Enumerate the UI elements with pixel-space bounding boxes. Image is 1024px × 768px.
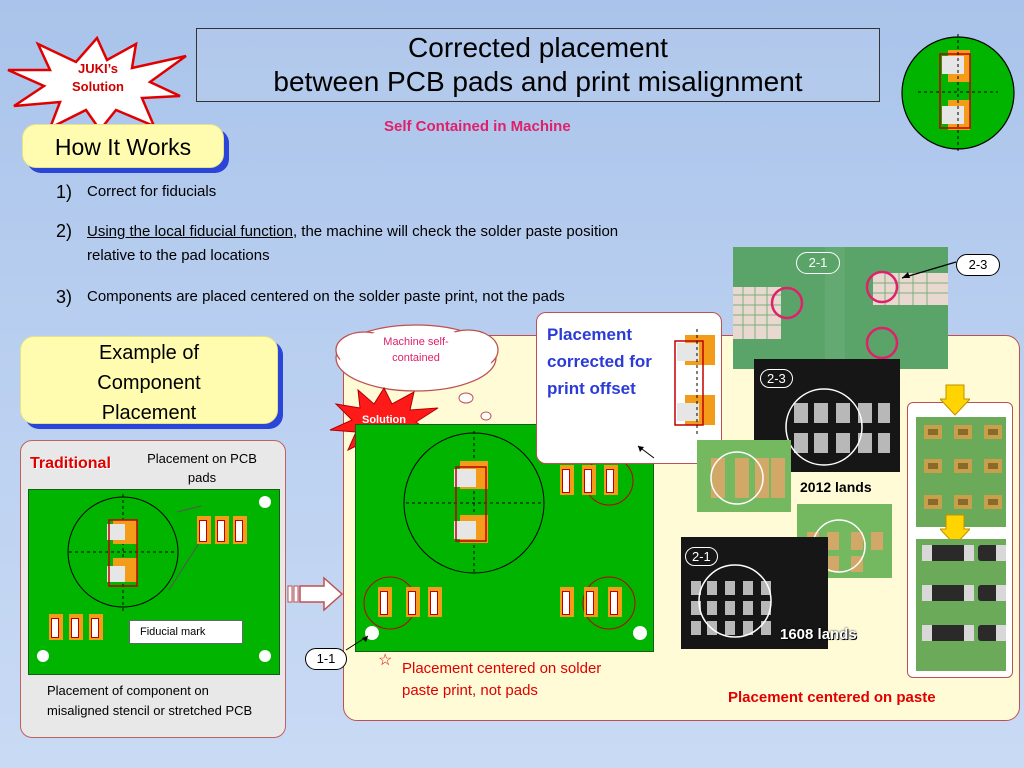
title-line-1: Corrected placement bbox=[408, 32, 668, 63]
traditional-label: Traditional bbox=[30, 455, 111, 472]
traditional-caption: Placement of component on misaligned ste… bbox=[47, 681, 283, 721]
pointer-arrow-icon bbox=[345, 635, 369, 651]
callout-2-1-top: 2-1 bbox=[796, 252, 840, 274]
down-arrow-icon bbox=[940, 384, 970, 416]
down-arrow-icon bbox=[940, 514, 970, 546]
example-line-3: Placement bbox=[101, 402, 197, 424]
tag-2-3: 2-3 bbox=[760, 369, 793, 388]
star-icon: ☆ bbox=[378, 652, 393, 669]
corrected-chip-icon bbox=[674, 329, 715, 437]
example-heading: Example of Component Placement bbox=[20, 336, 278, 424]
corrected-line-3: print offset bbox=[547, 379, 636, 398]
traditional-pcb: Fiducial mark bbox=[28, 489, 280, 675]
example-line-2: Component bbox=[97, 372, 201, 394]
traditional-panel: Traditional Placement on PCB pads bbox=[20, 440, 286, 738]
right-arrow-icon bbox=[286, 576, 344, 612]
solution-caption: Placement centered on solder paste print… bbox=[402, 658, 682, 702]
subtitle: Self Contained in Machine bbox=[384, 118, 571, 135]
step-1-number: 1) bbox=[56, 182, 73, 202]
badge-line-1: JUKI’s bbox=[78, 61, 118, 76]
step-1: 1) Correct for fiducials bbox=[56, 182, 756, 203]
badge-line-2: Solution bbox=[72, 79, 124, 94]
fiducial-mark-label: Fiducial mark bbox=[129, 620, 243, 644]
corrected-line-2: corrected for bbox=[547, 352, 652, 371]
board-photo-top bbox=[733, 247, 948, 369]
photo-paste-top bbox=[916, 417, 1006, 527]
machine-self-contained-cloud: Machine self- contained bbox=[330, 320, 506, 424]
juki-solution-badge: JUKI’s Solution bbox=[4, 34, 190, 133]
corrected-text: Placement corrected for print offset bbox=[547, 321, 652, 402]
placement-on-pads-label: Placement on PCB pads bbox=[129, 449, 275, 487]
example-line-1: Example of bbox=[98, 342, 200, 364]
solution-caption-line-2: paste print, not pads bbox=[402, 682, 538, 699]
step-3: 3) Components are placed centered on the… bbox=[56, 287, 776, 308]
corrected-line-1: Placement bbox=[547, 325, 633, 344]
corrected-card: Placement corrected for print offset bbox=[536, 312, 722, 464]
paste-photo-strip bbox=[907, 384, 1013, 678]
step-2-text-line-2: relative to the pad locations bbox=[87, 247, 270, 264]
step-3-number: 3) bbox=[56, 287, 73, 307]
how-it-works-heading: How It Works bbox=[22, 124, 224, 168]
label-2012-lands: 2012 lands bbox=[800, 479, 872, 495]
label-1608-lands: 1608 lands bbox=[780, 626, 857, 643]
corrected-pad-diagram bbox=[898, 34, 1018, 152]
step-1-text: Correct for fiducials bbox=[87, 183, 217, 200]
pointer-arrow-icon bbox=[637, 445, 655, 459]
photo-paste-bottom bbox=[916, 539, 1006, 671]
step-2-number: 2) bbox=[56, 221, 73, 241]
placement-on-pads-line-2: pads bbox=[187, 470, 217, 485]
paste-caption: Placement centered on paste bbox=[728, 689, 936, 706]
callout-1-1: 1-1 bbox=[305, 648, 347, 670]
solution-burst-label: Solution bbox=[362, 414, 406, 426]
page-title: Corrected placement between PCB pads and… bbox=[196, 28, 880, 102]
placement-on-pads-line-1: Placement on PCB bbox=[147, 451, 257, 466]
photo-2-1: 2-1 bbox=[681, 537, 828, 649]
solution-caption-line-1: Placement centered on solder bbox=[402, 660, 602, 677]
title-line-2: between PCB pads and print misalignment bbox=[273, 66, 803, 97]
cloud-line-2: contained bbox=[392, 352, 440, 364]
photo-lands-left bbox=[697, 440, 791, 512]
traditional-caption-line-1: Placement of component on bbox=[47, 683, 209, 698]
callout-2-3: 2-3 bbox=[956, 254, 1000, 276]
tag-2-1: 2-1 bbox=[685, 547, 718, 566]
pointer-arrow-icon bbox=[901, 261, 957, 279]
cloud-line-1: Machine self- bbox=[383, 336, 449, 348]
step-2-text: , the machine will check the solder past… bbox=[292, 223, 619, 240]
step-3-text: Components are placed centered on the so… bbox=[87, 288, 565, 305]
local-fiducial-link: Using the local fiducial function bbox=[87, 223, 293, 240]
step-2: 2) Using the local fiducial function, th… bbox=[56, 221, 776, 264]
traditional-caption-line-2: misaligned stencil or stretched PCB bbox=[47, 703, 253, 718]
